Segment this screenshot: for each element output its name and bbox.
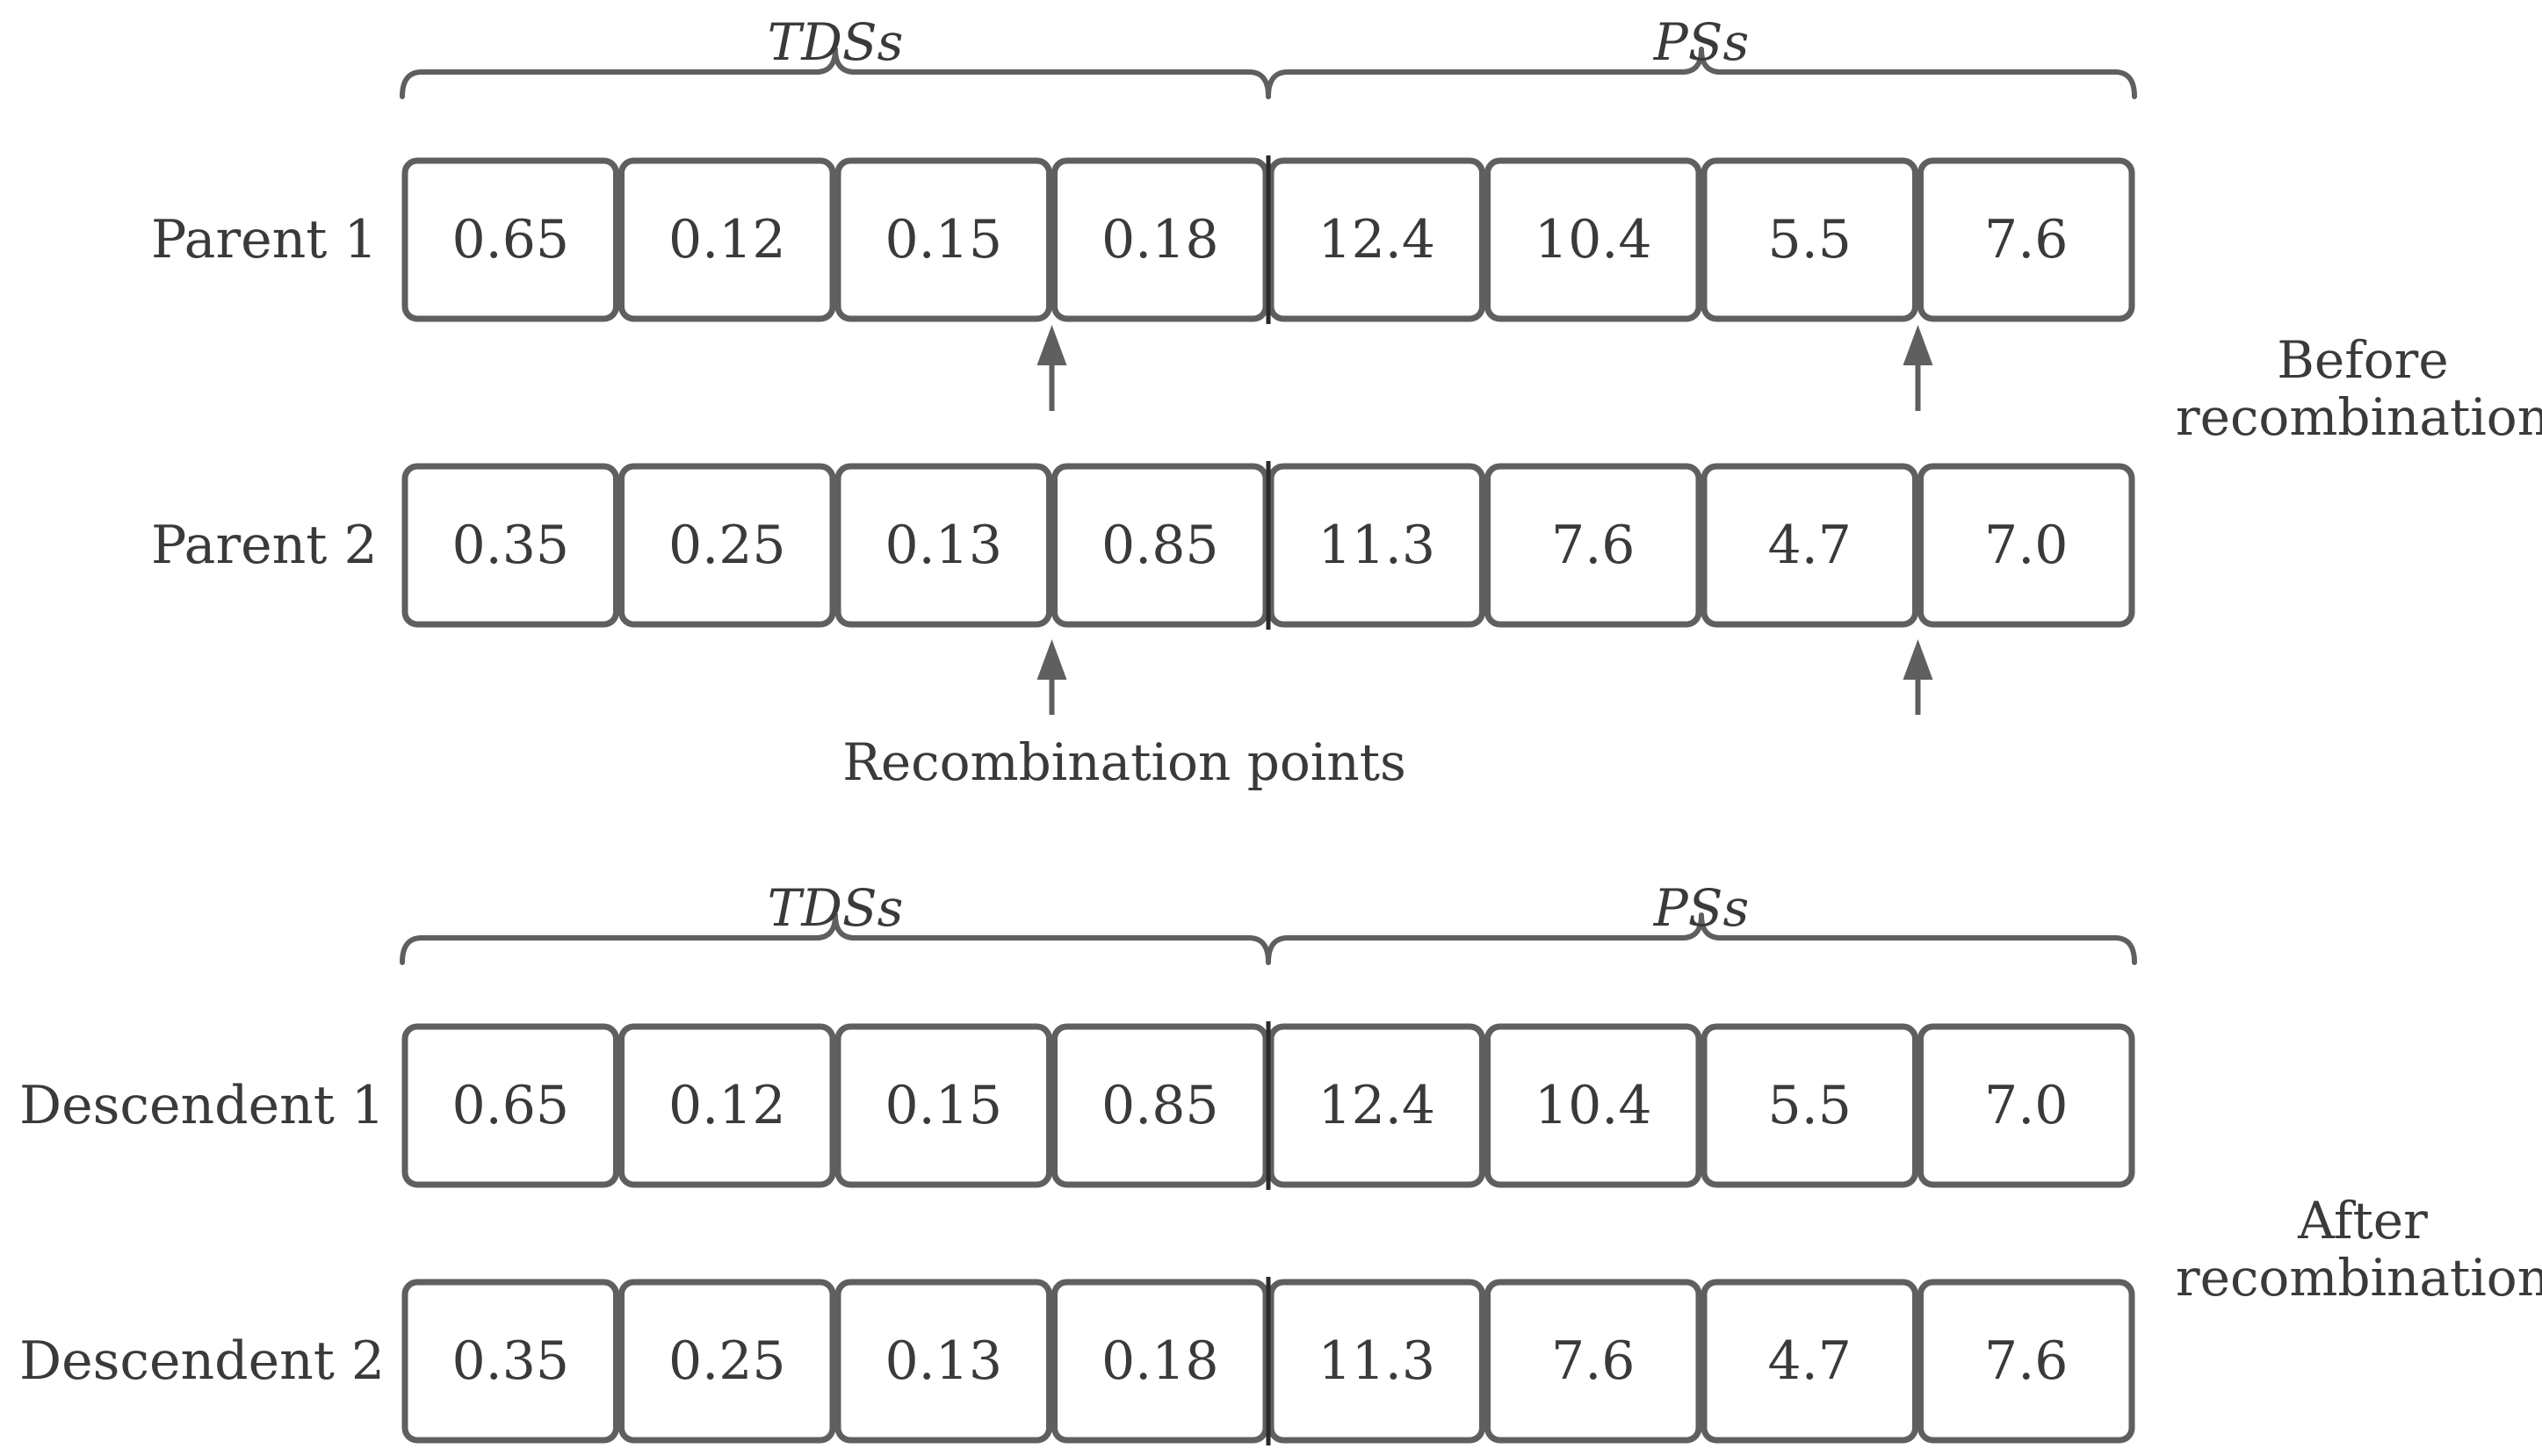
after-row-label-1: Descendent 1 [19,1075,385,1136]
after-row-1-cell-value-2: 0.12 [668,1075,786,1136]
after-row-1-cell-8 [1917,1023,2135,1188]
after-row-1-cell-7 [1701,1023,1918,1188]
before-row-2-cell-4 [1051,463,1269,628]
after-row-1-cell-value-6: 10.4 [1535,1075,1652,1136]
before-row-1-cell-value-1: 0.65 [451,209,569,270]
after-row-1-cell-value-5: 12.4 [1318,1075,1435,1136]
after-side-label-line-1: After [2297,1191,2428,1251]
before-row-label-2: Parent 2 [151,515,378,576]
before-row-2-cell-5 [1267,463,1485,628]
after-row-2-cell-5 [1267,1279,1485,1444]
before-row-2-cell-value-6: 7.6 [1551,515,1635,576]
after-row-2-cell-value-4: 0.18 [1101,1330,1219,1392]
after-row-2-cell-6 [1484,1279,1702,1444]
after-row-1-cell-value-1: 0.65 [451,1075,569,1136]
after-row-2-cell-value-8: 7.6 [1984,1330,2068,1392]
after-row-2-cell-7 [1701,1279,1918,1444]
after-row-2-cell-2 [618,1279,836,1444]
after-row-2-cell-value-6: 7.6 [1551,1330,1635,1392]
after-row-1-cell-value-8: 7.0 [1984,1075,2068,1136]
before-row-2-cell-value-4: 0.85 [1101,515,1219,576]
before-brace-pss [1266,47,2137,99]
after-brace-pss [1266,912,2137,965]
before-row-1-cell-value-3: 0.15 [885,209,1002,270]
before-row-1-cell-value-2: 0.12 [668,209,786,270]
after-row-2-cell-4 [1051,1279,1269,1444]
after-row-2-cell-3 [834,1279,1052,1444]
after-row-1-cell-4 [1051,1023,1269,1188]
before-row-2-cell-6 [1484,463,1702,628]
after-side-label-line-2: recombination [2176,1248,2542,1308]
before-row-1-cell-value-6: 10.4 [1535,209,1652,270]
after-row-1-cell-value-7: 5.5 [1768,1075,1852,1136]
after-row-2-cell-1 [401,1279,619,1444]
before-row-2-cell-8 [1917,463,2135,628]
before-row-2-cell-value-7: 4.7 [1768,515,1852,576]
before-side-label-line-2: recombination [2176,387,2542,447]
before-row-2-cell-value-2: 0.25 [668,515,786,576]
before-group-label-pss: PSs [1653,12,1750,72]
after-row-label-2: Descendent 2 [19,1330,385,1392]
after-row-2-cell-value-2: 0.25 [668,1330,786,1392]
recombination-arrow-2-2-head [1903,639,1933,680]
after-brace-tdss [400,912,1271,965]
before-row-2-cell-2 [618,463,836,628]
before-row-label-1: Parent 1 [151,209,378,270]
after-row-1-cell-value-3: 0.15 [885,1075,1002,1136]
after-row-1-cell-value-4: 0.85 [1101,1075,1219,1136]
after-group-label-pss: PSs [1653,878,1750,938]
before-row-1-cell-value-7: 5.5 [1768,209,1852,270]
before-row-1-cell-6 [1484,157,1702,322]
before-group-label-tdss: TDSs [768,12,904,72]
after-row-2-cell-value-7: 4.7 [1768,1330,1852,1392]
after-row-2-cell-8 [1917,1279,2135,1444]
before-row-2-cell-value-8: 7.0 [1984,515,2068,576]
after-row-1-cell-6 [1484,1023,1702,1188]
recombination-points-label: Recombination points [842,732,1406,792]
before-row-1-cell-8 [1917,157,2135,322]
before-row-1-cell-value-8: 7.6 [1984,209,2068,270]
before-row-1-cell-value-4: 0.18 [1101,209,1219,270]
after-row-2-cell-value-1: 0.35 [451,1330,569,1392]
before-row-1-cell-3 [834,157,1052,322]
before-row-1-cell-5 [1267,157,1485,322]
before-row-2-cell-value-5: 11.3 [1318,515,1435,576]
before-brace-tdss [400,47,1271,99]
before-row-2-cell-value-1: 0.35 [451,515,569,576]
after-row-1-cell-1 [401,1023,619,1188]
after-row-1-cell-2 [618,1023,836,1188]
before-row-1-cell-7 [1701,157,1918,322]
before-side-label-line-1: Before [2277,330,2448,390]
before-row-2-cell-3 [834,463,1052,628]
after-row-2-cell-value-3: 0.13 [885,1330,1002,1392]
before-row-2-cell-7 [1701,463,1918,628]
before-row-1-cell-value-5: 12.4 [1318,209,1435,270]
after-row-1-cell-3 [834,1023,1052,1188]
before-row-1-cell-1 [401,157,619,322]
after-row-2-cell-value-5: 11.3 [1318,1330,1435,1392]
recombination-arrow-1-1-head [1036,325,1067,365]
before-row-1-cell-2 [618,157,836,322]
recombination-arrow-2-1-head [1036,639,1067,680]
recombination-arrow-1-2-head [1903,325,1933,365]
after-group-label-tdss: TDSs [768,878,904,938]
after-row-1-cell-5 [1267,1023,1485,1188]
before-row-2-cell-value-3: 0.13 [885,515,1002,576]
before-row-2-cell-1 [401,463,619,628]
before-row-1-cell-4 [1051,157,1269,322]
